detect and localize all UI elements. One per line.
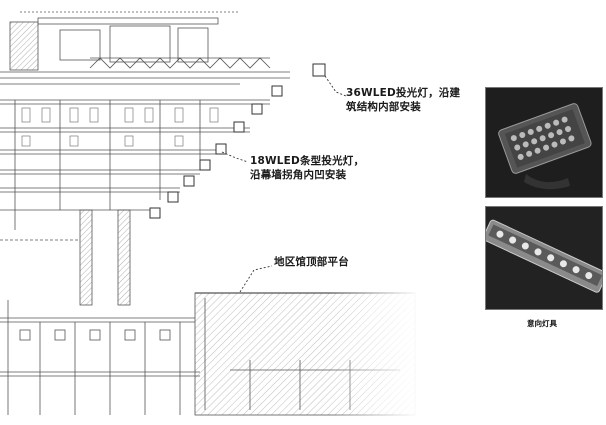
annotation-36w-light: 36WLED投光灯，沿建 筑结构内部安装: [346, 86, 460, 114]
roof-structure: [0, 11, 290, 85]
photo-caption: 意向灯具: [527, 319, 557, 328]
annotation-platform: 地区馆顶部平台: [274, 255, 349, 269]
floor-levels: [0, 99, 270, 306]
annotation-36w-light-line2: 筑结构内部安装: [346, 101, 421, 113]
annotation-36w-light-line1: 36WLED投光灯，沿建: [346, 87, 461, 99]
strip-light-illustration: [486, 207, 602, 309]
strip-light-photo: [485, 206, 603, 310]
facade-windows: [21, 107, 219, 147]
floodlight-photo: [485, 87, 603, 198]
drawing-fade: [330, 280, 420, 420]
annotation-18w-line2: 沿幕墙拐角内凹安装: [250, 169, 347, 181]
leader-lines: [221, 75, 347, 293]
annotation-platform-text: 地区馆顶部平台: [274, 256, 349, 268]
annotation-18w-strip-light: 18WLED条型投光灯， 沿幕墙拐角内凹安装: [250, 154, 364, 182]
annotation-18w-line1: 18WLED条型投光灯，: [250, 155, 365, 167]
fixture-markers: [149, 63, 326, 219]
floodlight-illustration: [486, 88, 602, 197]
